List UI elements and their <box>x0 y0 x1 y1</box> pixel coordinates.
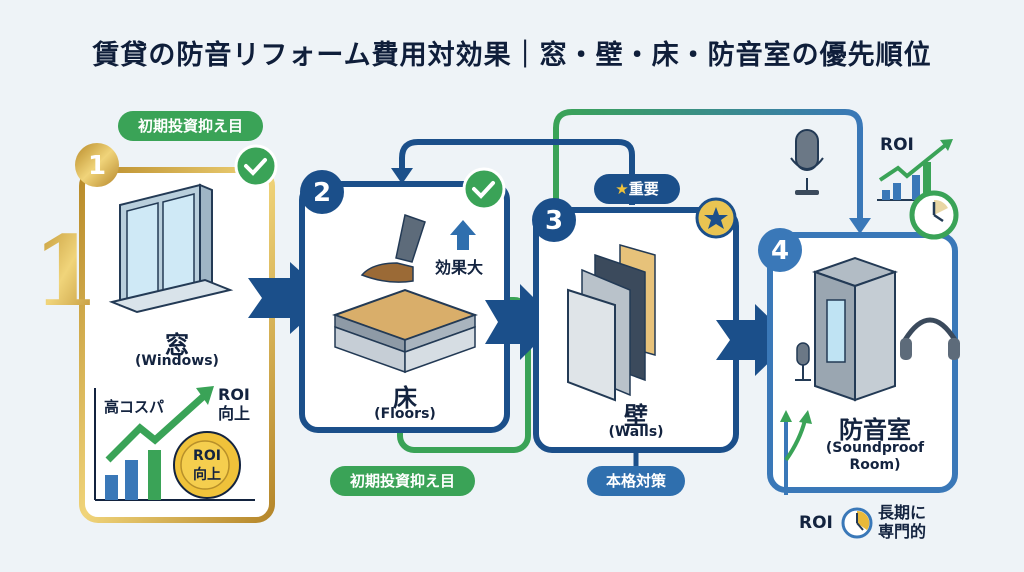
step-2-title: 床 <box>393 384 417 412</box>
roi-top-label: ROI <box>880 135 914 155</box>
step-3-subtitle: (Walls) <box>608 424 664 440</box>
check-icon <box>462 167 506 211</box>
badge-low-initial-cost: 初期投資抑え目 <box>118 111 263 141</box>
step-4-card: 4 <box>758 228 960 495</box>
arrow-up-icon <box>450 220 476 250</box>
step-1-card: 1 1 <box>33 143 278 523</box>
soundproof-booth-icon <box>811 256 899 402</box>
step-2-subtitle: (Floors) <box>374 406 436 422</box>
step-3-card: 3 <box>532 197 739 468</box>
microphone-icon <box>790 129 824 195</box>
star-icon: ★ <box>615 180 629 198</box>
window-icon <box>108 183 234 314</box>
floor-layers-icon <box>332 288 478 374</box>
wall-layers-icon <box>567 244 656 402</box>
page-title: 賃貸の防音リフォーム費用対効果｜窓・壁・床・防音室の優先順位 <box>92 40 932 71</box>
svg-text:2: 2 <box>313 178 331 208</box>
roi-mini-chart <box>94 386 255 501</box>
badge-low-initial-cost-2: 初期投資抑え目 <box>330 466 475 496</box>
badge-important-label: 重要 <box>628 180 659 198</box>
big-effect-label: 効果大 <box>435 258 484 277</box>
arrow-head-down-icon <box>849 218 871 234</box>
connector-3-to-2 <box>399 139 635 205</box>
coin-roi-label: ROI 向上 <box>193 448 221 483</box>
microphone-icon <box>795 342 811 381</box>
badge-full-measures: 本格対策 <box>587 466 685 496</box>
clock-icon <box>909 190 959 240</box>
svg-text:1: 1 <box>88 151 106 181</box>
svg-text:4: 4 <box>771 236 789 266</box>
headphones-icon <box>900 317 960 360</box>
step-2-card: 2 <box>299 167 510 433</box>
step-1-subtitle: (Windows) <box>135 353 219 369</box>
big-rank-one: 1 <box>33 215 100 328</box>
roi-up-label: ROI 向上 <box>218 385 251 423</box>
roi-bottom-label: ROI <box>799 513 833 533</box>
badge-important: ★重要 <box>594 174 680 204</box>
shoe-step-icon <box>360 214 426 283</box>
step-4-subtitle: (Soundproof Room) <box>825 440 925 473</box>
clock-icon <box>841 507 873 539</box>
arrow-head-down-icon <box>391 168 413 184</box>
check-icon <box>234 144 278 188</box>
step-1-title: 窓 <box>165 331 189 359</box>
arrow-right-icon <box>485 284 558 360</box>
long-term-professional-label: 長期に 専門的 <box>878 503 927 541</box>
cost-performance-label: 高コスパ <box>104 398 165 416</box>
step-4-title: 防音室 <box>839 416 911 444</box>
connector-3-to-4 <box>553 109 863 310</box>
svg-text:3: 3 <box>545 206 563 236</box>
step-3-title: 壁 <box>624 402 648 430</box>
growth-paths-icon <box>780 410 812 495</box>
